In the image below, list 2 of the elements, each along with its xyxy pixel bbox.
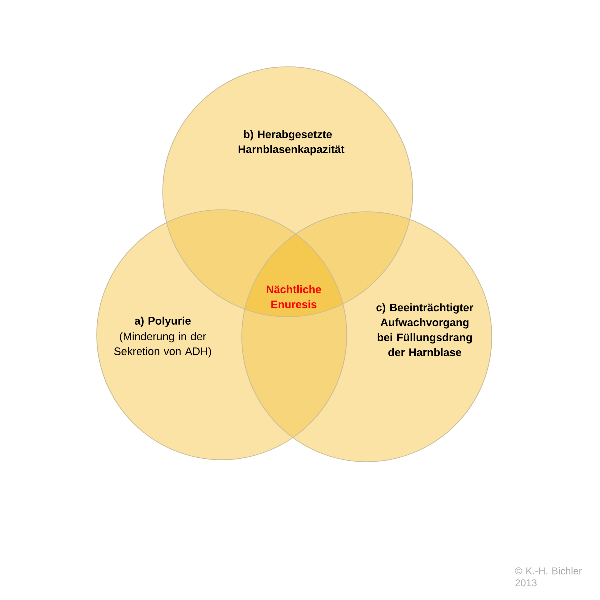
center-label: Nächtliche Enuresis — [267, 286, 322, 308]
copyright-note: © K.-H. Bichler 2013 — [515, 567, 582, 587]
